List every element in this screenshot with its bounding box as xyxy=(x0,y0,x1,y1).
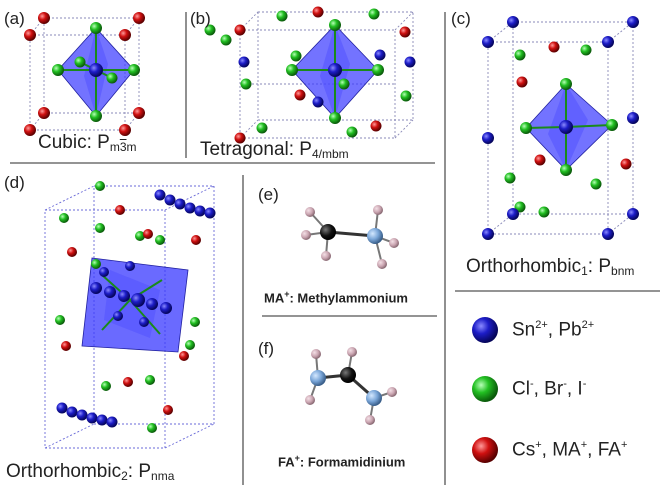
caption-orthorhombic2: Orthorhombic2: Pnma xyxy=(6,461,175,483)
formamidinium-molecule xyxy=(305,347,397,425)
panel-c-letter: (c) xyxy=(451,9,471,28)
caption-tetragonal: Tetragonal: P4/mbm xyxy=(200,139,349,161)
methylammonium-molecule xyxy=(301,205,399,269)
legend-cations: Cs+, MA+, FA+ xyxy=(512,439,628,461)
panel-b-letter: (b) xyxy=(190,9,211,28)
panel-e-letter: (e) xyxy=(258,185,279,204)
caption-orthorhombic1: Orthorhombic1: Pbnm xyxy=(466,256,635,278)
orthorhombic1-structure xyxy=(482,16,639,240)
caption-formamidinium: FA+: Formamidinium xyxy=(278,453,406,470)
legend-cation-sphere xyxy=(472,437,498,463)
cation-ions xyxy=(24,12,145,136)
legend-sn-pb-sphere xyxy=(472,317,498,343)
panel-a-letter: (a) xyxy=(4,9,25,28)
sn-pb-ion xyxy=(89,63,103,77)
cubic-structure xyxy=(24,12,145,136)
legend-halides: Cl-, Br-, I- xyxy=(512,378,587,400)
legend-sn-pb: Sn2+, Pb2+ xyxy=(512,319,595,341)
tetragonal-structure xyxy=(204,6,416,144)
halide-ions xyxy=(52,22,140,122)
orthorhombic2-structure xyxy=(44,181,216,449)
panel-f-letter: (f) xyxy=(258,339,275,358)
legend-halide-sphere xyxy=(472,376,498,402)
panel-d-letter: (d) xyxy=(4,173,25,192)
cation-row-top xyxy=(154,189,216,219)
cation-row-bottom xyxy=(56,402,118,428)
caption-cubic: Cubic: Pm3m xyxy=(38,132,137,154)
caption-methylammonium: MA+: Methylammonium xyxy=(264,289,408,306)
panel-dividers xyxy=(10,12,660,485)
